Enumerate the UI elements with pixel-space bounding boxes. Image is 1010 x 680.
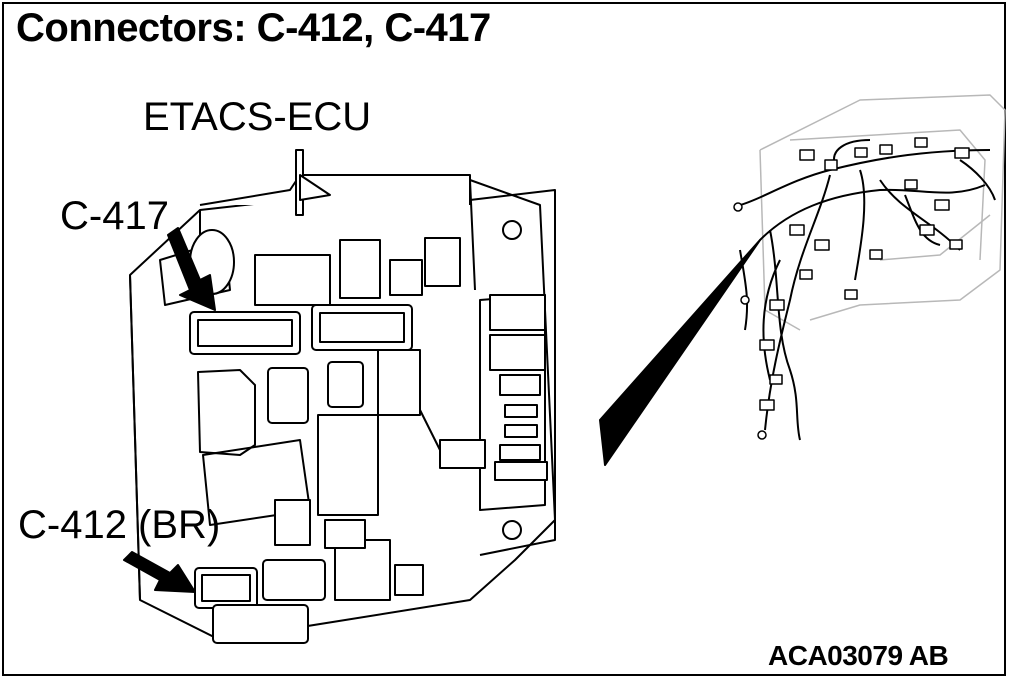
ecu-relays [254, 237, 548, 481]
harness-connectors [733, 137, 970, 440]
label-c417: C-417 [60, 194, 169, 238]
arrow-c412 [123, 551, 196, 593]
leader-wedge [599, 239, 761, 466]
ecu-lower-components [212, 499, 424, 644]
connector-c417 [189, 311, 301, 355]
figure-code: ACA03079 AB [768, 640, 949, 671]
arrow-c417 [167, 227, 216, 311]
ecu-mid-components [197, 349, 486, 526]
connector-c412 [194, 567, 258, 609]
label-c412: C-412 (BR) [18, 503, 221, 547]
label-etacs-ecu: ETACS-ECU [143, 95, 372, 139]
page-title: Connectors: C-412, C-417 [16, 6, 491, 50]
wiring-harness [739, 139, 996, 441]
connector-upper-right [311, 304, 413, 351]
